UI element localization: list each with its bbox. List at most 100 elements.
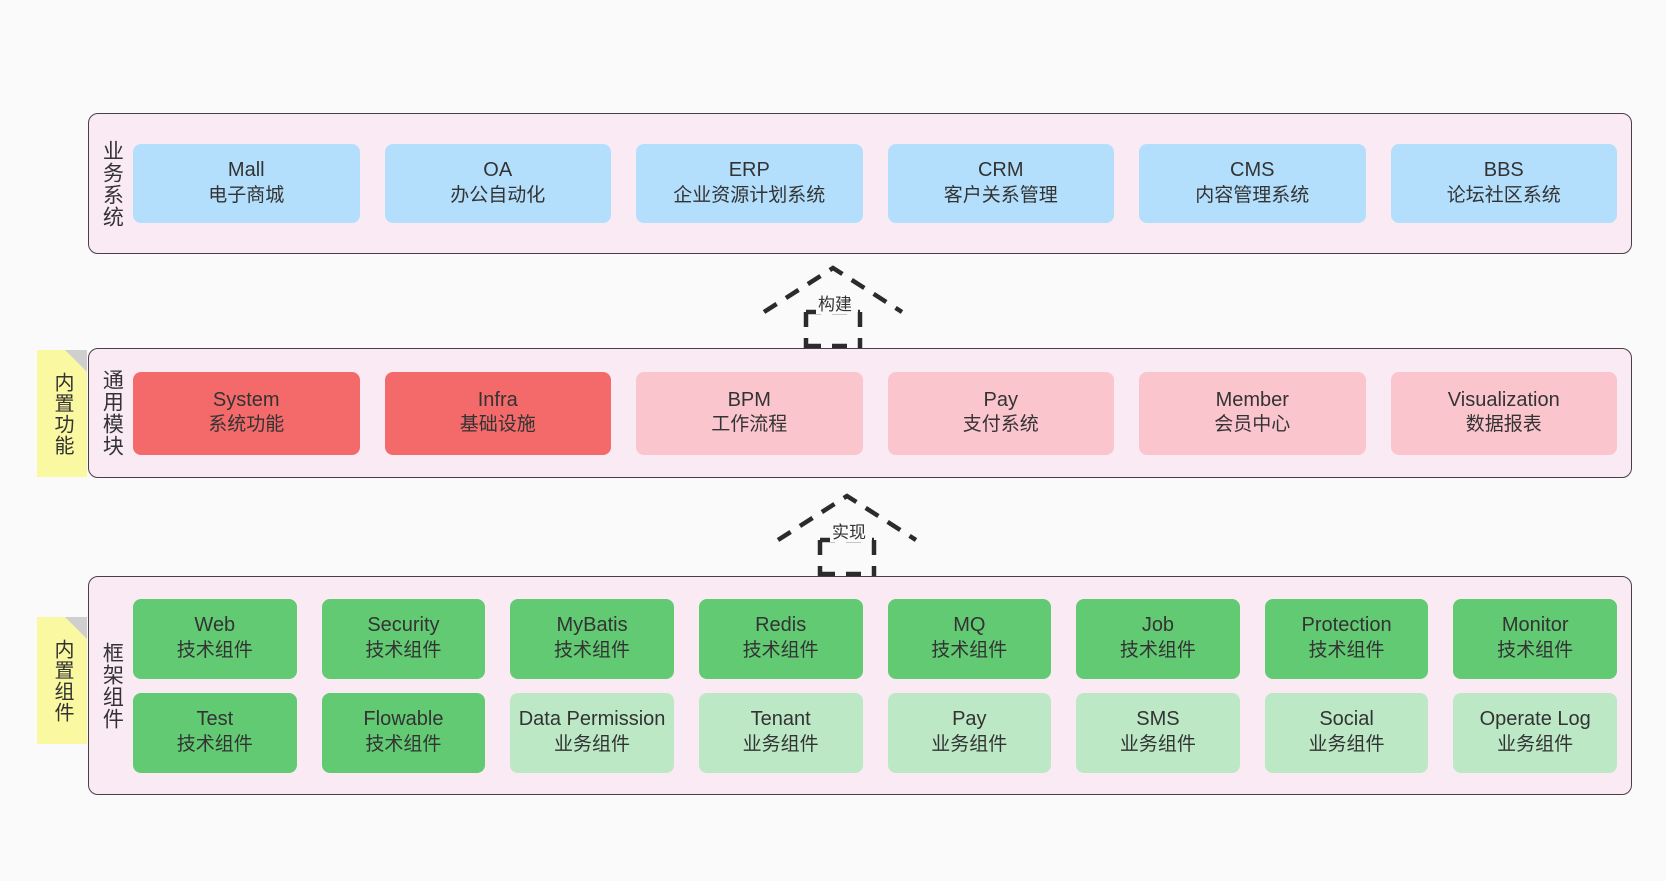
- node-social[interactable]: Social 业务组件: [1264, 692, 1429, 773]
- layer-label-framework-components: 框架组件: [100, 641, 124, 730]
- node-infra[interactable]: Infra 基础设施: [384, 371, 611, 455]
- node-bpm[interactable]: BPM 工作流程: [636, 371, 863, 455]
- node-subtitle: 技术组件: [742, 639, 819, 661]
- node-title: Mall: [227, 159, 265, 182]
- node-title: Member: [1215, 388, 1289, 411]
- node-title: Social: [1319, 708, 1374, 731]
- layer-business-systems: 业务系统 Mall 电子商城 OA 办公自动化 ERP 企业资源计划系统 CRM…: [88, 113, 1632, 254]
- node-flowable[interactable]: Flowable 技术组件: [321, 692, 486, 773]
- node-title: ERP: [728, 159, 770, 182]
- layer-framework-components: 框架组件 Web 技术组件 Security 技术组件 MyBatis 技术组件…: [88, 576, 1632, 795]
- note-label: 内置组件: [51, 638, 73, 723]
- connector-implement: 实现: [770, 490, 925, 577]
- node-title: SMS: [1136, 708, 1180, 731]
- node-subtitle: 办公自动化: [450, 184, 546, 206]
- node-erp[interactable]: ERP 企业资源计划系统: [636, 144, 863, 223]
- node-visualization[interactable]: Visualization 数据报表: [1390, 371, 1617, 455]
- node-subtitle: 企业资源计划系统: [673, 184, 826, 206]
- node-protection[interactable]: Protection 技术组件: [1264, 598, 1429, 679]
- node-web[interactable]: Web 技术组件: [133, 598, 297, 679]
- node-subtitle: 电子商城: [208, 184, 285, 206]
- generalization-arrow-icon: [762, 265, 904, 349]
- layer-label-business-systems: 业务系统: [100, 139, 124, 228]
- node-subtitle: 系统功能: [208, 414, 285, 436]
- node-title: BPM: [727, 388, 771, 411]
- node-title: Job: [1141, 614, 1175, 637]
- node-bbs[interactable]: BBS 论坛社区系统: [1390, 144, 1617, 223]
- node-tenant[interactable]: Tenant 业务组件: [698, 692, 863, 773]
- node-test[interactable]: Test 技术组件: [133, 692, 297, 773]
- node-title: BBS: [1483, 159, 1524, 182]
- node-title: MyBatis: [556, 614, 628, 637]
- node-subtitle: 业务组件: [1119, 733, 1196, 755]
- node-oa[interactable]: OA 办公自动化: [384, 144, 611, 223]
- layer-body-framework-components: Web 技术组件 Security 技术组件 MyBatis 技术组件 Redi…: [133, 577, 1631, 794]
- node-subtitle: 技术组件: [1308, 639, 1385, 661]
- node-subtitle: 内容管理系统: [1195, 184, 1310, 206]
- node-title: MQ: [953, 614, 986, 637]
- node-cms[interactable]: CMS 内容管理系统: [1139, 144, 1366, 223]
- node-row: Web 技术组件 Security 技术组件 MyBatis 技术组件 Redi…: [133, 598, 1617, 679]
- node-subtitle: 技术组件: [931, 639, 1008, 661]
- node-title: Visualization: [1447, 388, 1560, 411]
- node-title: Data Permission: [518, 708, 666, 731]
- node-title: Pay: [952, 708, 987, 731]
- node-subtitle: 基础设施: [459, 414, 536, 436]
- node-monitor[interactable]: Monitor 技术组件: [1453, 598, 1617, 679]
- note-label: 内置功能: [51, 371, 73, 456]
- note-builtin-function[interactable]: 内置功能: [37, 350, 87, 477]
- node-title: Redis: [755, 614, 807, 637]
- node-title: Infra: [477, 388, 518, 411]
- page-fold-icon: [65, 617, 87, 639]
- node-subtitle: 业务组件: [931, 733, 1008, 755]
- node-title: System: [212, 388, 280, 411]
- node-subtitle: 论坛社区系统: [1446, 184, 1561, 206]
- node-member[interactable]: Member 会员中心: [1139, 371, 1366, 455]
- node-title: CMS: [1230, 159, 1275, 182]
- node-crm[interactable]: CRM 客户关系管理: [887, 144, 1114, 223]
- node-subtitle: 技术组件: [554, 639, 631, 661]
- layer-body-common-modules: System 系统功能 Infra 基础设施 BPM 工作流程 Pay 支付系统…: [133, 349, 1631, 477]
- node-system[interactable]: System 系统功能: [133, 371, 360, 455]
- node-subtitle: 技术组件: [1119, 639, 1196, 661]
- node-subtitle: 业务组件: [554, 733, 631, 755]
- node-row: Mall 电子商城 OA 办公自动化 ERP 企业资源计划系统 CRM 客户关系…: [133, 144, 1617, 223]
- node-mq[interactable]: MQ 技术组件: [887, 598, 1052, 679]
- node-title: OA: [483, 159, 513, 182]
- node-subtitle: 工作流程: [711, 414, 788, 436]
- node-title: Monitor: [1501, 614, 1569, 637]
- node-title: Tenant: [750, 708, 811, 731]
- connector-label-implement: 实现: [830, 523, 868, 542]
- node-title: CRM: [977, 159, 1024, 182]
- node-data-permission[interactable]: Data Permission 业务组件: [510, 692, 674, 773]
- node-redis[interactable]: Redis 技术组件: [698, 598, 863, 679]
- node-subtitle: 数据报表: [1465, 414, 1542, 436]
- node-title: Operate Log: [1479, 708, 1591, 731]
- node-security[interactable]: Security 技术组件: [321, 598, 486, 679]
- node-subtitle: 技术组件: [365, 639, 442, 661]
- node-subtitle: 业务组件: [1497, 733, 1574, 755]
- node-pay-module[interactable]: Pay 支付系统: [887, 371, 1114, 455]
- node-job[interactable]: Job 技术组件: [1076, 598, 1240, 679]
- node-title: Security: [367, 614, 440, 637]
- node-pay-component[interactable]: Pay 业务组件: [887, 692, 1052, 773]
- node-subtitle: 会员中心: [1214, 414, 1291, 436]
- node-mall[interactable]: Mall 电子商城: [133, 144, 360, 223]
- node-operate-log[interactable]: Operate Log 业务组件: [1453, 692, 1617, 773]
- page-fold-icon: [65, 350, 87, 372]
- node-sms[interactable]: SMS 业务组件: [1076, 692, 1240, 773]
- node-row: System 系统功能 Infra 基础设施 BPM 工作流程 Pay 支付系统…: [133, 371, 1617, 455]
- node-title: Pay: [983, 388, 1018, 411]
- node-subtitle: 支付系统: [962, 414, 1039, 436]
- node-subtitle: 业务组件: [742, 733, 819, 755]
- node-subtitle: 技术组件: [176, 733, 253, 755]
- connector-label-build: 构建: [816, 295, 854, 314]
- node-title: Test: [196, 708, 234, 731]
- node-row: Test 技术组件 Flowable 技术组件 Data Permission …: [133, 692, 1617, 773]
- note-builtin-component[interactable]: 内置组件: [37, 617, 87, 744]
- node-mybatis[interactable]: MyBatis 技术组件: [510, 598, 674, 679]
- node-subtitle: 客户关系管理: [943, 184, 1058, 206]
- node-subtitle: 业务组件: [1308, 733, 1385, 755]
- node-subtitle: 技术组件: [365, 733, 442, 755]
